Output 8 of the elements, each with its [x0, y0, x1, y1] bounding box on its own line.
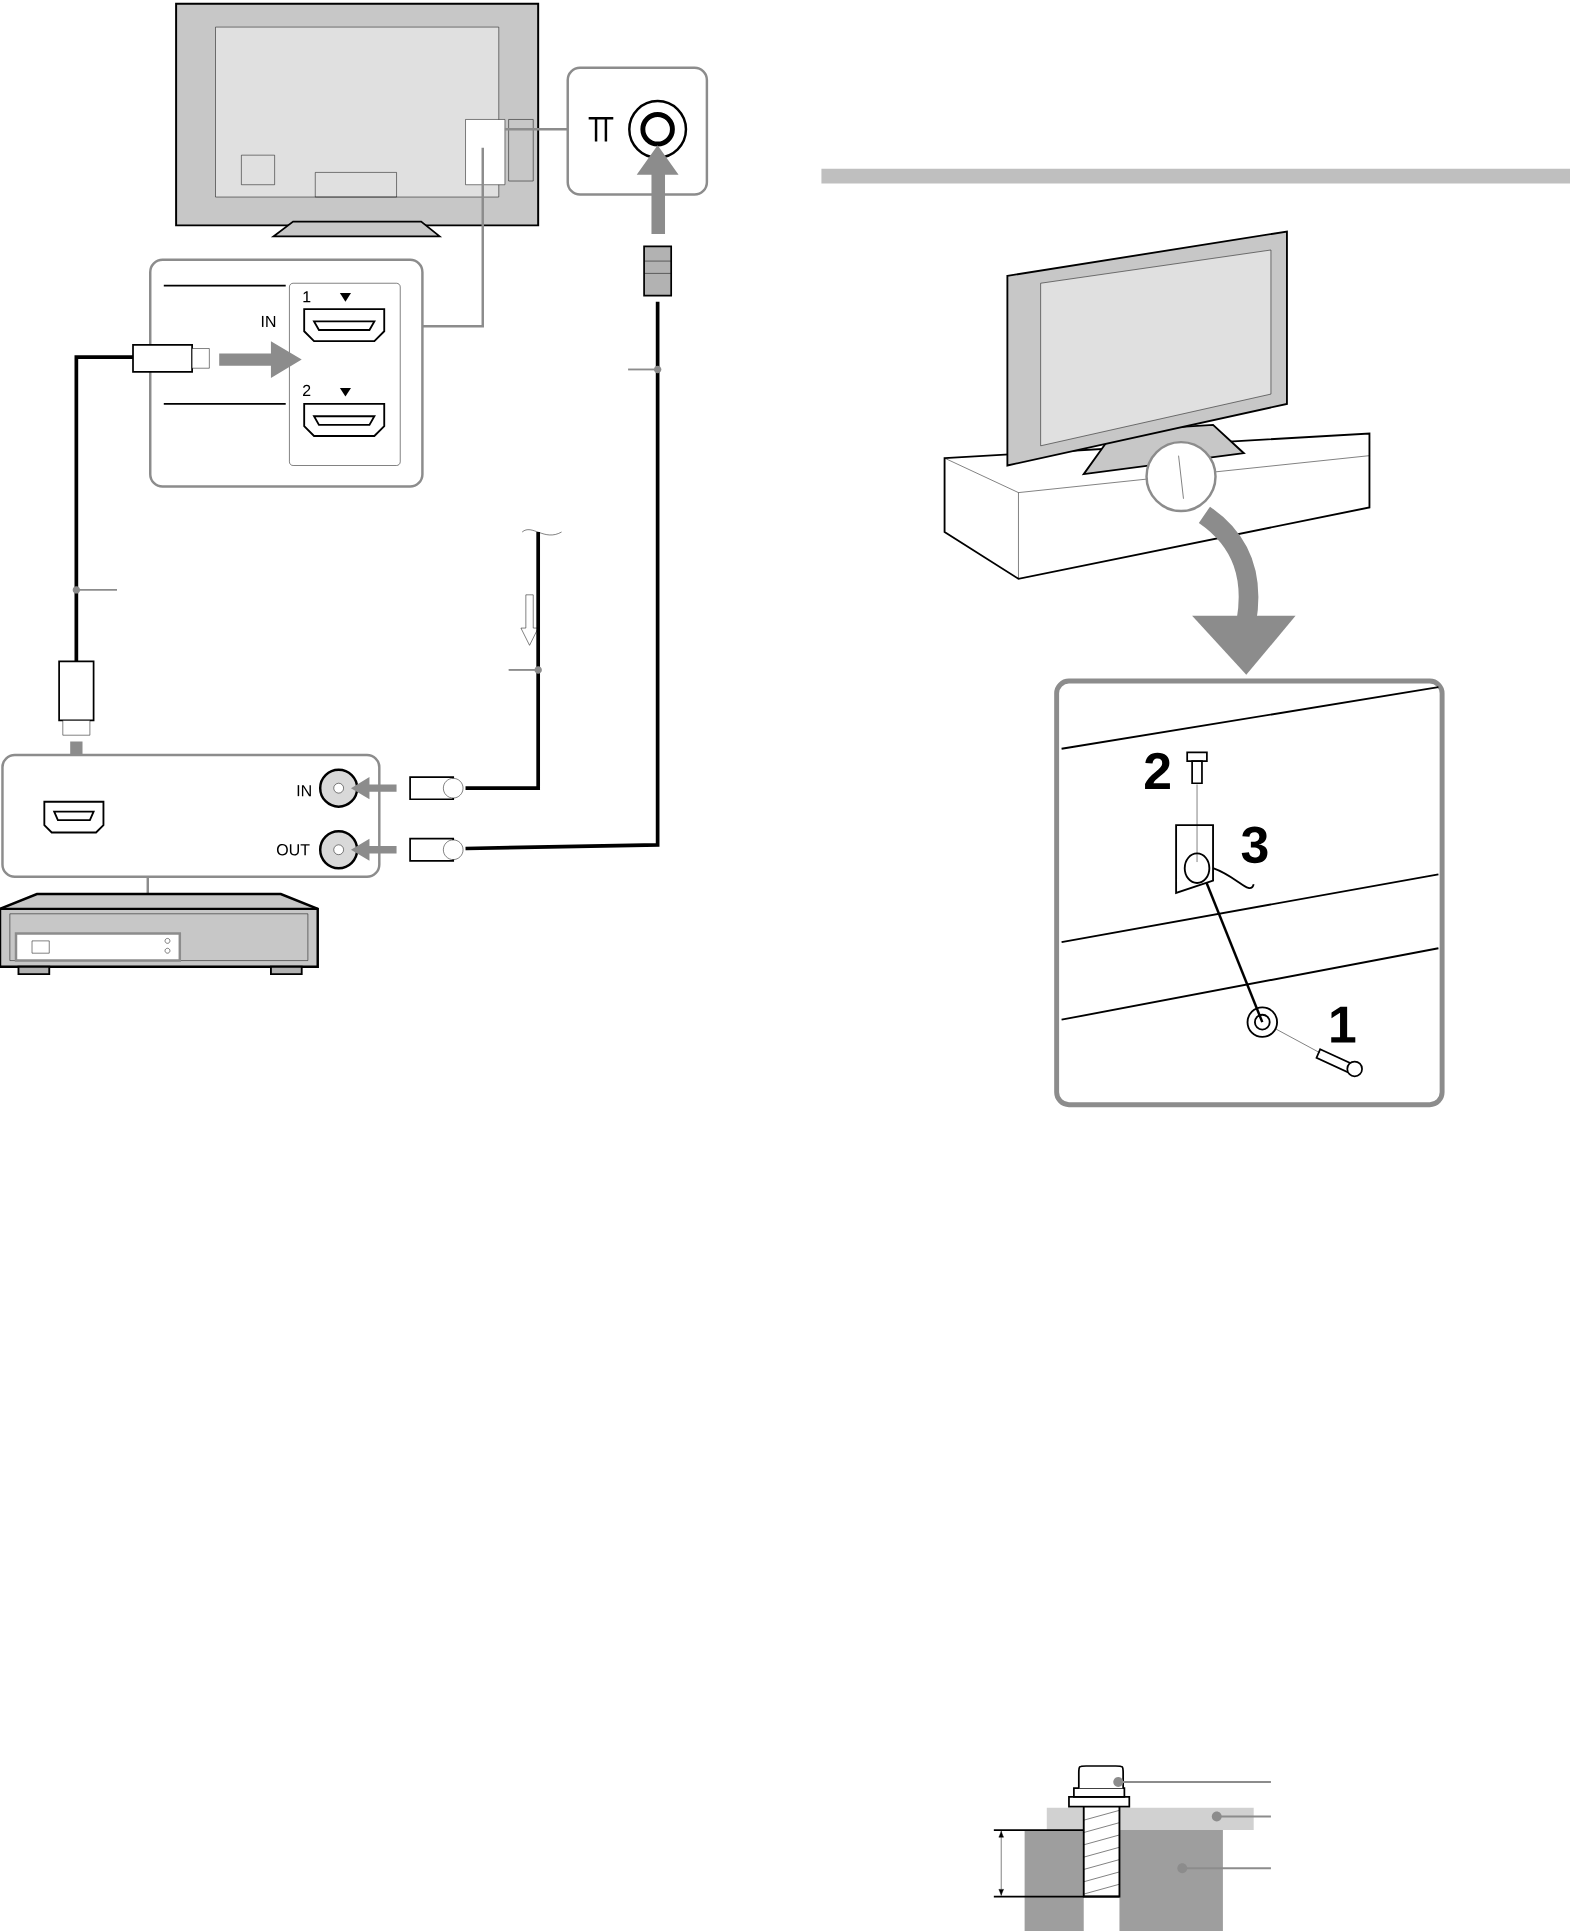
jack-label: IN: [297, 785, 311, 797]
port-number: 1: [303, 291, 311, 303]
step-number: 2: [1144, 752, 1170, 789]
jack-label: OUT: [276, 844, 310, 856]
port-label: IN: [261, 315, 276, 327]
port-number: 2: [302, 384, 311, 396]
step-number: 3: [1241, 826, 1268, 864]
step-number: 1: [1331, 1006, 1356, 1043]
